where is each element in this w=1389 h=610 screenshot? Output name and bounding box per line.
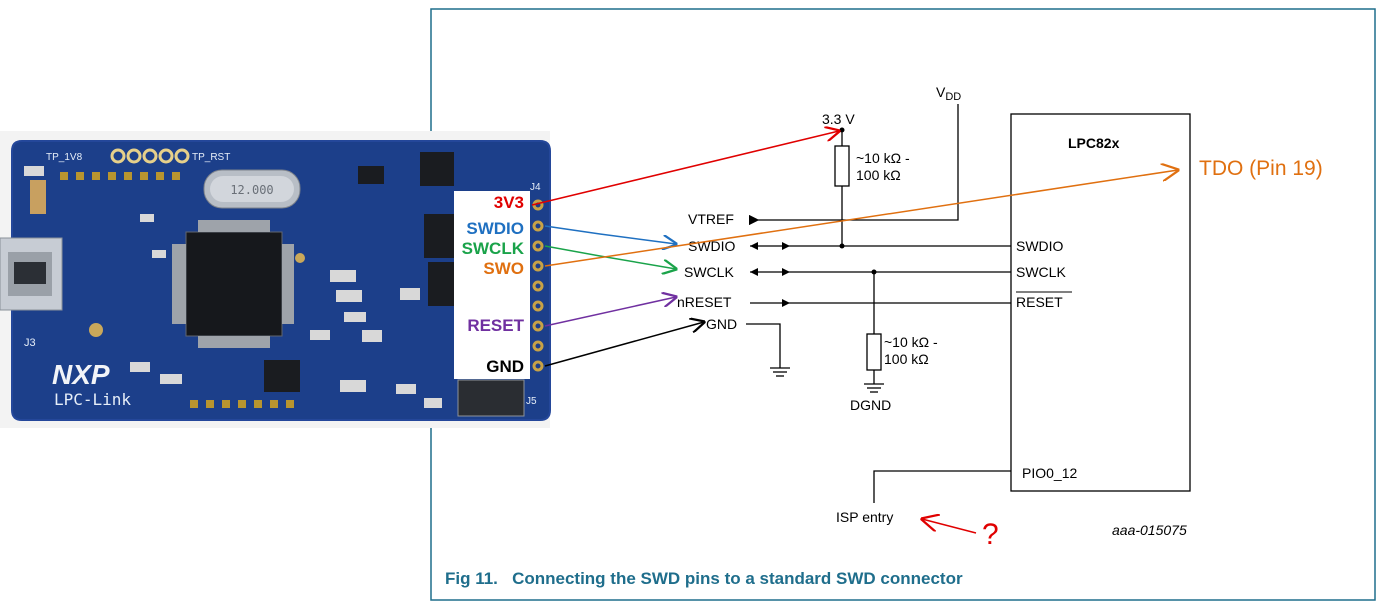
wire-reset (544, 297, 676, 327)
dgnd-label: DGND (850, 397, 891, 413)
tp-1v8-label: TP_1V8 (46, 152, 83, 163)
pin-label-3v3: 3V3 (494, 193, 524, 212)
chip-pin-reset: RESET (1016, 294, 1063, 310)
pulldown-value-label: ~10 kΩ - (884, 334, 938, 350)
pio0-12-wire (873, 470, 1011, 503)
j3-label: J3 (24, 337, 36, 349)
pin-label-gnd: GND (486, 357, 524, 376)
swclk-junction (871, 269, 877, 275)
isp-entry-label: ISP entry (836, 509, 893, 525)
chip-label: LPC82x (1068, 135, 1120, 151)
connector-vtref: VTREF (688, 211, 734, 227)
gnd-wire (746, 323, 781, 368)
wire-3v3 (531, 131, 839, 206)
wire-swclk (544, 245, 676, 269)
reset-arrow (782, 299, 790, 307)
wire-swdio (544, 225, 676, 244)
figure-caption: Fig 11. Connecting the SWD pins to a sta… (445, 569, 963, 588)
nxp-logo: NXP (52, 359, 110, 390)
v33-node (839, 127, 845, 133)
j4-label: J4 (530, 182, 541, 193)
tdo-annotation: TDO (Pin 19) (1199, 157, 1323, 180)
swdio-junction (839, 243, 845, 249)
chip-pin-pio0-12: PIO0_12 (1022, 465, 1077, 481)
pin-label-reset: RESET (467, 316, 524, 335)
vtref-wire (748, 104, 959, 226)
pulldown-value-label-2: 100 kΩ (884, 351, 929, 367)
wire-gnd (544, 322, 704, 367)
swdio-arrows (750, 242, 790, 250)
figure-id-label: aaa-015075 (1112, 522, 1187, 538)
pin-label-box (454, 191, 530, 379)
question-arrow (922, 519, 977, 534)
pullup-value-label: ~10 kΩ - (856, 150, 910, 166)
pullup-value-label-2: 100 kΩ (856, 167, 901, 183)
connector-nreset: nRESET (677, 294, 732, 310)
schematic (746, 104, 1191, 503)
vdd-label: VDD (936, 84, 961, 103)
question-mark: ? (982, 518, 999, 551)
pin-label-swo: SWO (483, 259, 524, 278)
chip-pin-swclk: SWCLK (1016, 264, 1066, 280)
wire-swo (544, 170, 1178, 267)
connector-gnd: GND (706, 316, 737, 332)
connector-swclk: SWCLK (684, 264, 734, 280)
mcu-chip (185, 231, 283, 337)
board-name-label: LPC-Link (54, 390, 131, 409)
figure-frame (430, 8, 1376, 601)
pin-label-swclk: SWCLK (462, 239, 525, 258)
pin-label-swdio: SWDIO (466, 219, 524, 238)
v33-label: 3.3 V (822, 111, 855, 127)
swclk-arrows (750, 268, 790, 276)
tp-rst-label: TP_RST (192, 152, 230, 163)
chip-pin-swdio: SWDIO (1016, 238, 1064, 254)
j5-label: J5 (526, 396, 537, 407)
crystal-label: 12.000 (230, 183, 273, 197)
